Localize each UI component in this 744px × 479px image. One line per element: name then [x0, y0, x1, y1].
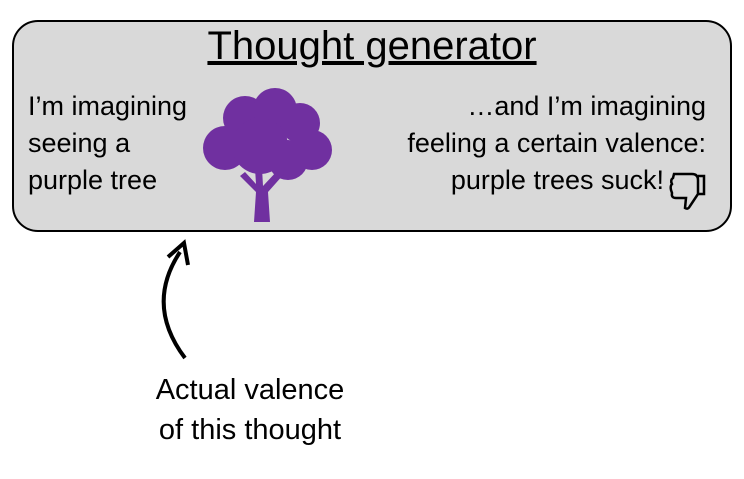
thought-generator-box — [12, 20, 732, 232]
left-text: I’m imagining seeing a purple tree — [28, 88, 187, 199]
left-line: I’m imagining — [28, 91, 188, 121]
curved-arrow-icon — [161, 239, 190, 360]
right-line: …and I’m imagining — [467, 91, 706, 121]
purple-tree-icon — [203, 88, 332, 222]
title: Thought generator — [207, 24, 537, 68]
right-text: …and I’m imagining feeling a certain val… — [407, 88, 706, 199]
left-line: purple tree — [28, 165, 158, 195]
caption-line: of this thought — [158, 414, 342, 446]
right-line: feeling a certain valence: — [407, 128, 706, 158]
right-line: purple trees suck! — [450, 165, 664, 195]
thumbs-down-icon — [669, 172, 706, 210]
caption: Actual valence of this thought — [100, 370, 400, 450]
caption-line: Actual valence — [155, 374, 345, 406]
left-line: seeing a — [28, 128, 131, 158]
